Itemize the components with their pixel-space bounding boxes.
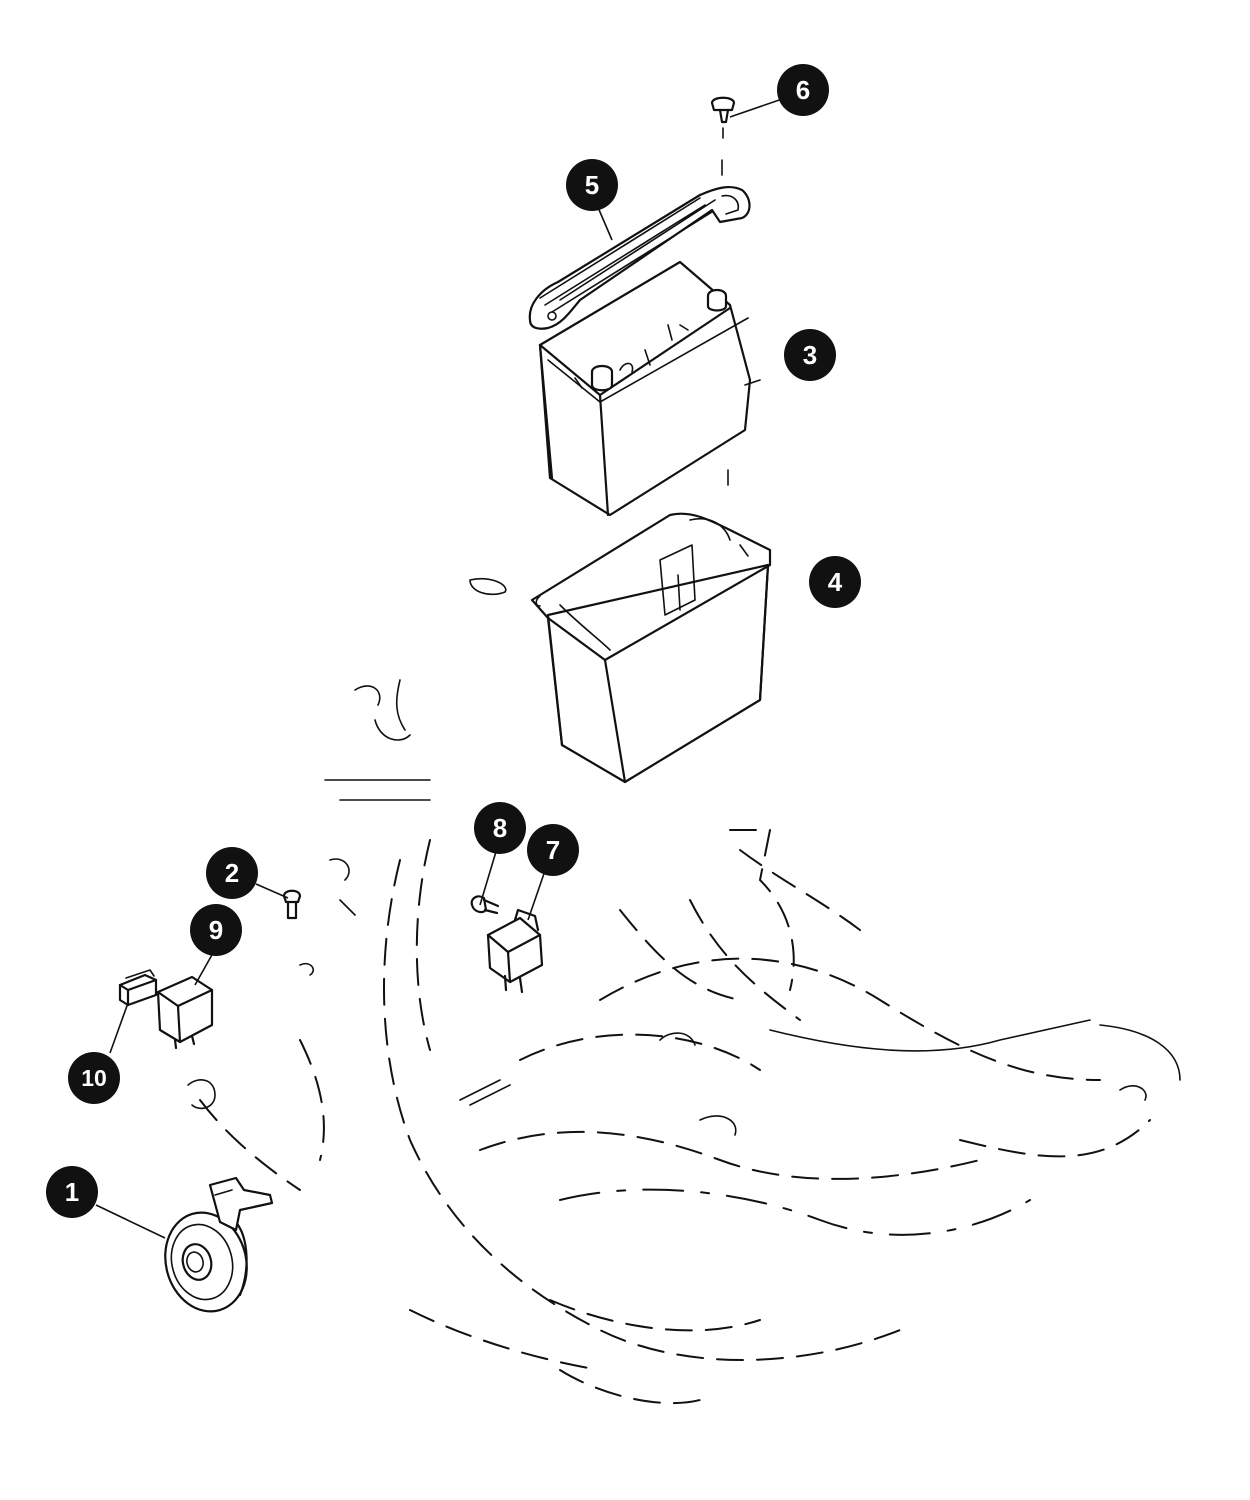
- battery-tray-part-4: [530, 512, 772, 784]
- horn-part-1: [164, 1176, 274, 1313]
- vehicle-body-outline: [187, 577, 1181, 1405]
- callout-9: 9: [190, 904, 242, 956]
- callout-9-label: 9: [209, 915, 223, 945]
- bolt-part-2: [282, 889, 302, 920]
- callout-3: 3: [784, 329, 836, 381]
- relay-part-9: [156, 975, 214, 1050]
- callout-2: 2: [206, 847, 258, 899]
- connector-part-10: [118, 969, 158, 1007]
- relay-bolt-part-8: [470, 895, 500, 915]
- callout-6-label: 6: [796, 75, 810, 105]
- callout-4: 4: [809, 556, 861, 608]
- callout-7: 7: [527, 824, 579, 876]
- callout-4-label: 4: [828, 567, 843, 597]
- callout-10: 10: [68, 1052, 120, 1104]
- relay-part-7: [486, 908, 544, 994]
- callout-8-label: 8: [493, 813, 507, 843]
- callout-3-label: 3: [803, 340, 817, 370]
- callout-7-label: 7: [546, 835, 560, 865]
- callout-5-label: 5: [585, 170, 599, 200]
- callout-5: 5: [566, 159, 618, 211]
- callout-6: 6: [777, 64, 829, 116]
- screw-part-6: [710, 96, 736, 176]
- battery-part-3: [538, 260, 761, 517]
- callout-8: 8: [474, 802, 526, 854]
- callout-2-label: 2: [225, 858, 239, 888]
- callout-1-label: 1: [65, 1177, 79, 1207]
- callout-1: 1: [46, 1166, 98, 1218]
- battery-strap-part-5: [528, 186, 751, 330]
- callout-10-label: 10: [81, 1065, 107, 1091]
- leader-lines: [95, 96, 789, 1239]
